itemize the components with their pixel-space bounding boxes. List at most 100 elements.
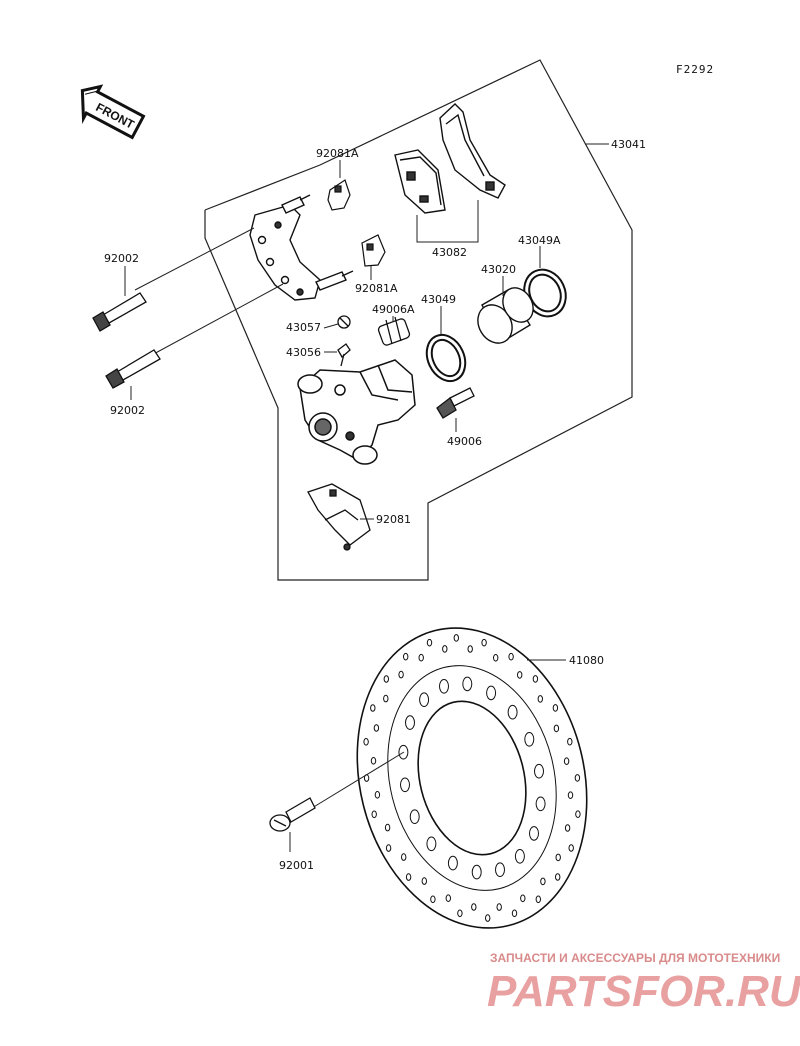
disc-hole bbox=[374, 791, 381, 799]
disc-hole bbox=[567, 737, 573, 746]
bracket-bolt-top bbox=[92, 292, 147, 332]
disc-hole bbox=[532, 675, 539, 683]
disc-hole bbox=[426, 836, 437, 852]
watermark-brand: PARTSFOR.RU bbox=[487, 967, 800, 1016]
disc-hole bbox=[529, 826, 539, 841]
label-92081A-top: 92081A bbox=[316, 147, 359, 160]
caliper-piston bbox=[477, 287, 534, 344]
label-43049: 43049 bbox=[421, 293, 456, 306]
bleeder-valve bbox=[337, 343, 351, 367]
caliper-body bbox=[297, 359, 416, 465]
disc-hole bbox=[398, 670, 404, 679]
disc-hole bbox=[535, 796, 546, 812]
watermark-tagline: ЗАПЧАСТИ И АКСЕССУАРЫ ДЛЯ МОТОТЕХНИКИ bbox=[490, 951, 780, 965]
label-92001: 92001 bbox=[279, 859, 314, 872]
disc-hole bbox=[383, 694, 389, 703]
disc-hole bbox=[535, 895, 541, 904]
disc-hole bbox=[568, 844, 574, 852]
bleeder-cap bbox=[337, 315, 351, 329]
piston-seal bbox=[425, 333, 467, 383]
label-92002-top: 92002 bbox=[104, 252, 139, 265]
label-92002-bottom: 92002 bbox=[110, 404, 145, 417]
disc-hole bbox=[426, 638, 433, 647]
diagram-code: F2292 bbox=[676, 63, 714, 76]
disc-hole bbox=[517, 671, 523, 679]
disc-hole bbox=[537, 695, 543, 703]
disc-hole bbox=[405, 873, 412, 881]
disc-hole bbox=[419, 692, 430, 708]
disc-hole bbox=[430, 895, 436, 904]
label-92081: 92081 bbox=[376, 513, 411, 526]
disc-hole bbox=[575, 810, 581, 819]
disc-hole bbox=[445, 894, 451, 903]
disc-hole bbox=[462, 676, 473, 692]
disc-hole bbox=[555, 853, 561, 862]
disc-hole bbox=[553, 724, 560, 733]
disc-hole bbox=[405, 715, 415, 730]
disc-hole bbox=[370, 704, 376, 712]
disc-hole bbox=[485, 914, 491, 922]
pin-boot bbox=[377, 316, 411, 346]
bracket-bolt-bottom bbox=[105, 349, 161, 389]
disc-hole bbox=[409, 809, 420, 825]
label-43057: 43057 bbox=[286, 321, 321, 334]
disc-hole bbox=[508, 652, 514, 661]
disc-hole bbox=[467, 645, 473, 653]
disc-hole bbox=[385, 844, 392, 852]
disc-hole bbox=[363, 738, 369, 746]
disc-hole bbox=[453, 634, 459, 642]
label-49006A: 49006A bbox=[372, 303, 415, 316]
pad-spring bbox=[307, 483, 371, 551]
disc-hole bbox=[400, 777, 410, 793]
disc-hole bbox=[520, 894, 526, 903]
label-41080: 41080 bbox=[569, 654, 604, 667]
disc-hole bbox=[471, 864, 482, 880]
disc-hole bbox=[564, 824, 571, 832]
disc-hole bbox=[383, 675, 389, 683]
caliper-assembly-outline bbox=[204, 59, 633, 581]
disc-hole bbox=[421, 877, 427, 885]
label-43082: 43082 bbox=[432, 246, 467, 259]
brake-disc bbox=[356, 627, 588, 929]
disc-hole bbox=[552, 704, 559, 712]
disc-hole bbox=[567, 791, 574, 800]
disc-hole bbox=[442, 645, 448, 653]
brake-pad-set bbox=[394, 103, 506, 214]
disc-hole bbox=[574, 774, 581, 782]
disc-hole bbox=[534, 763, 544, 779]
caliper-pin-bolt bbox=[436, 387, 475, 419]
front-arrow-icon: FRONT bbox=[80, 84, 146, 140]
label-49006: 49006 bbox=[447, 435, 482, 448]
disc-hole bbox=[457, 909, 463, 918]
disc-hole bbox=[511, 909, 518, 918]
watermark: ЗАПЧАСТИ И АКСЕССУАРЫ ДЛЯ МОТОТЕХНИКИ PA… bbox=[487, 951, 800, 1016]
disc-hole bbox=[496, 903, 502, 911]
disc-hole bbox=[486, 685, 497, 701]
disc-hole bbox=[439, 679, 449, 694]
disc-mounting-bolt bbox=[269, 797, 316, 832]
caliper-bracket bbox=[249, 194, 354, 301]
label-43049A: 43049A bbox=[518, 234, 561, 247]
label-43056: 43056 bbox=[286, 346, 321, 359]
disc-holes bbox=[363, 634, 581, 922]
disc-hole bbox=[471, 903, 477, 911]
pad-spring-clip-top bbox=[327, 179, 351, 211]
disc-hole bbox=[524, 732, 535, 747]
disc-hole bbox=[493, 654, 499, 662]
disc-hole bbox=[401, 853, 407, 861]
disc-hole bbox=[507, 704, 518, 720]
disc-hole bbox=[481, 638, 487, 647]
disc-hole bbox=[384, 823, 391, 832]
disc-hole bbox=[540, 877, 546, 886]
disc-hole bbox=[371, 810, 377, 819]
disc-hole bbox=[555, 873, 561, 881]
disc-hole bbox=[373, 724, 380, 732]
disc-hole bbox=[403, 652, 409, 661]
disc-hole bbox=[447, 855, 458, 871]
label-92081A-mid: 92081A bbox=[355, 282, 398, 295]
disc-hole bbox=[563, 757, 570, 766]
pad-spring-clip-mid bbox=[361, 234, 386, 267]
label-43020: 43020 bbox=[481, 263, 516, 276]
label-43041: 43041 bbox=[611, 138, 646, 151]
